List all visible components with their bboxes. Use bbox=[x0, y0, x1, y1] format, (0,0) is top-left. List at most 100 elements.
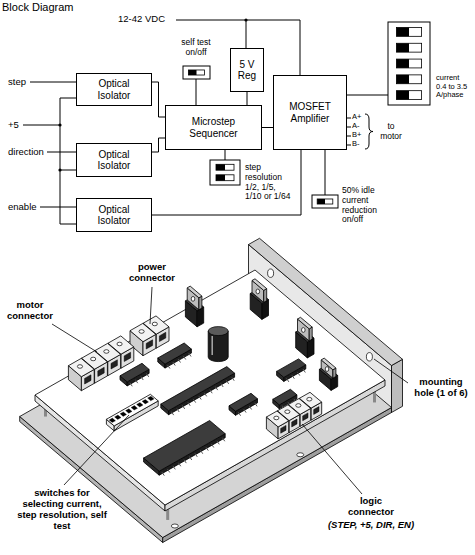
transistor-tab bbox=[252, 279, 267, 291]
terminal-opening bbox=[111, 360, 117, 369]
signal-connector bbox=[152, 150, 301, 215]
leader-line bbox=[64, 415, 129, 485]
ic-pin bbox=[292, 375, 294, 378]
ic-pin bbox=[141, 377, 143, 380]
ic-pin bbox=[199, 396, 201, 399]
dip-switch-block bbox=[106, 394, 158, 426]
wire bbox=[225, 150, 226, 160]
switch-knob bbox=[317, 199, 325, 204]
tab-hole bbox=[302, 328, 306, 333]
dip-toggle bbox=[131, 406, 137, 411]
wire bbox=[347, 118, 351, 119]
ic-pin bbox=[210, 390, 212, 393]
terminal-opening bbox=[85, 375, 91, 384]
ic-pin bbox=[193, 399, 195, 402]
wire bbox=[325, 150, 326, 195]
switch-body bbox=[388, 22, 430, 105]
pin-name: A+ bbox=[352, 113, 361, 122]
terminal-screw bbox=[91, 357, 96, 361]
dip-switch-symbol bbox=[312, 195, 338, 208]
callout-label: (STEP, +5, DIR, EN) bbox=[315, 520, 427, 531]
output-label: to motor bbox=[376, 122, 406, 142]
pin-name: B- bbox=[352, 140, 360, 149]
switch-label: 50% idle current reduction on/off bbox=[342, 186, 386, 225]
terminal-block bbox=[68, 358, 94, 376]
switch-label: step resolution 1/2, 1/5, 1/10 or 1/64 bbox=[245, 163, 293, 202]
terminal-screw bbox=[296, 404, 301, 408]
ic-pin bbox=[200, 450, 202, 453]
switch-slot bbox=[396, 43, 421, 52]
ic-pin bbox=[211, 444, 213, 447]
switch-slot bbox=[216, 164, 234, 170]
block-box: Optical Isolator bbox=[76, 198, 152, 232]
ic-pin bbox=[244, 409, 246, 412]
terminal-opening bbox=[124, 352, 130, 361]
ic-pin bbox=[146, 373, 148, 376]
circuit-board bbox=[35, 270, 385, 505]
switch-slot bbox=[317, 199, 333, 204]
ic-pin bbox=[221, 384, 223, 387]
signal-connector bbox=[262, 127, 273, 128]
ic-pin bbox=[232, 377, 234, 380]
ic-chip bbox=[120, 363, 149, 382]
dip-switch-symbol bbox=[388, 22, 430, 105]
callout-label: power connector bbox=[118, 262, 186, 284]
ic-pin bbox=[173, 466, 175, 469]
signal-name: step bbox=[8, 77, 26, 88]
leader-line bbox=[52, 324, 97, 352]
block-label: Microstep Sequencer bbox=[173, 116, 255, 139]
ic-pin bbox=[173, 362, 175, 365]
capacitor-top bbox=[208, 327, 228, 336]
switch-knob bbox=[216, 164, 225, 170]
dip-toggle bbox=[120, 412, 126, 417]
wire bbox=[60, 170, 76, 171]
ic-pin bbox=[255, 403, 257, 406]
transistor-tab bbox=[264, 289, 267, 303]
callout-label: motor connector bbox=[2, 300, 58, 322]
terminal-opening bbox=[146, 340, 152, 349]
ic-pin bbox=[182, 405, 184, 408]
mounting-hole bbox=[268, 269, 274, 277]
supply-voltage: 12-42 VDC bbox=[118, 14, 165, 25]
pin-name: B+ bbox=[352, 131, 361, 140]
switch-label: current 0.4 to 3.5 A/phase bbox=[436, 74, 470, 100]
switch-slot bbox=[188, 70, 204, 75]
switch-knob bbox=[188, 70, 196, 75]
ic-pin bbox=[162, 472, 164, 475]
terminal-opening bbox=[303, 413, 308, 421]
ic-pin bbox=[168, 365, 170, 368]
switch-slot bbox=[396, 75, 421, 84]
switch-knob bbox=[396, 43, 409, 52]
terminal-screw bbox=[307, 397, 312, 401]
mounting-bracket bbox=[392, 359, 403, 412]
dip-toggle bbox=[115, 415, 121, 420]
dip-toggle bbox=[142, 399, 148, 404]
leader-line bbox=[302, 424, 362, 494]
ic-pin bbox=[215, 387, 217, 390]
capacitor-highlight bbox=[211, 336, 213, 355]
signal-name: +5 bbox=[8, 120, 19, 131]
terminal-screw bbox=[152, 322, 157, 326]
ic-pin bbox=[135, 380, 137, 383]
mounting-hole bbox=[171, 524, 178, 528]
switch-label: self test on/off bbox=[174, 38, 218, 58]
wire bbox=[347, 136, 351, 137]
switch-knob bbox=[216, 175, 225, 181]
wire bbox=[60, 98, 76, 99]
diagram-title: Block Diagram bbox=[2, 1, 74, 14]
wire bbox=[196, 79, 197, 105]
dip-switch-symbol bbox=[210, 160, 240, 185]
mounting-hole bbox=[297, 453, 304, 457]
callout-label: logic connector bbox=[340, 496, 402, 518]
terminal-opening bbox=[292, 419, 297, 427]
terminal-block bbox=[266, 411, 288, 427]
ic-chip bbox=[229, 393, 258, 411]
switch-slot bbox=[216, 175, 234, 181]
wire-junction bbox=[244, 18, 247, 21]
callout-label: switches for selecting current, step res… bbox=[17, 488, 107, 532]
switch-slot bbox=[396, 91, 421, 100]
wire bbox=[60, 98, 61, 224]
signal-connector bbox=[152, 82, 165, 117]
dip-toggle bbox=[137, 403, 143, 408]
ic-pin bbox=[130, 383, 132, 386]
